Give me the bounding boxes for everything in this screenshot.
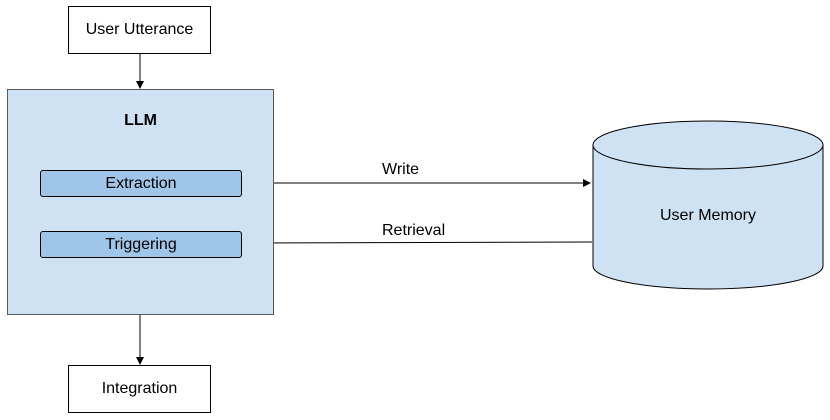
user-utterance-node: User Utterance <box>68 6 211 54</box>
extraction-module: Extraction <box>40 170 242 197</box>
user-utterance-label: User Utterance <box>85 21 194 38</box>
extraction-label: Extraction <box>105 174 177 192</box>
triggering-module: Triggering <box>40 231 242 258</box>
retrieval-arrow <box>242 238 593 247</box>
integration-node: Integration <box>68 365 211 413</box>
integration-label: Integration <box>101 380 178 397</box>
triggering-label: Triggering <box>105 235 177 253</box>
llm-title: LLM <box>124 112 157 129</box>
retrieval-label: Retrieval <box>382 222 446 239</box>
llm-node: LLM <box>7 89 274 315</box>
user-memory-cylinder <box>592 120 824 290</box>
write-label: Write <box>382 161 420 178</box>
user-memory-label: User Memory <box>659 207 756 224</box>
